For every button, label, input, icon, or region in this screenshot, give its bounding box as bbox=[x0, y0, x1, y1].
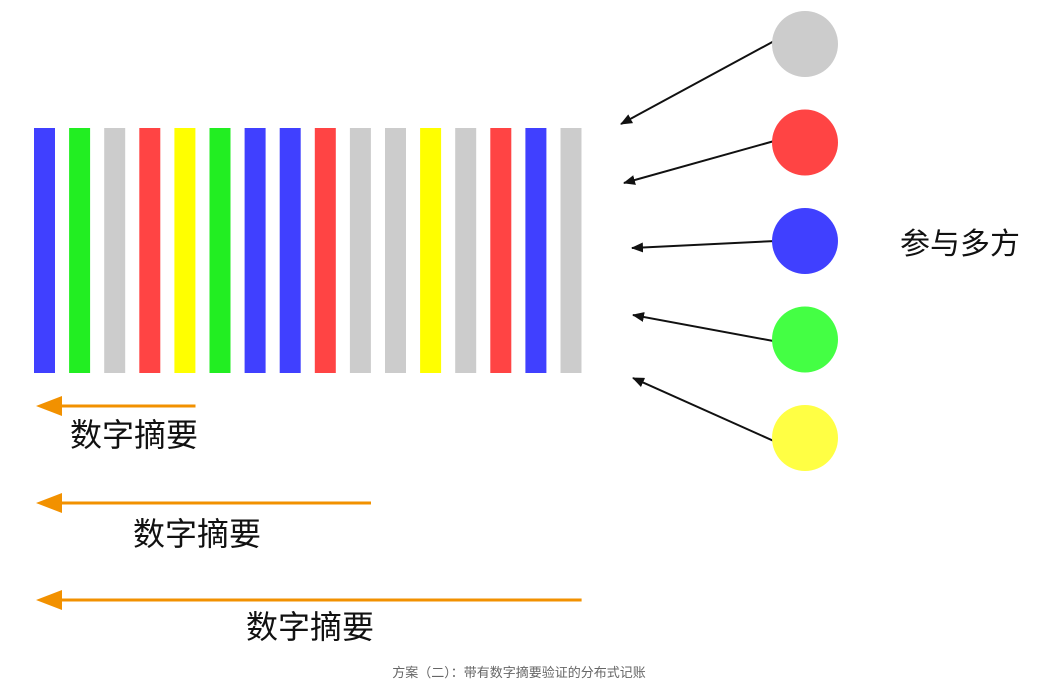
participant-node-gray bbox=[772, 11, 838, 77]
participant-node-blue bbox=[772, 208, 838, 274]
record-bar bbox=[385, 128, 406, 373]
figure-caption: 方案（二）：带有数字摘要验证的分布式记账 bbox=[392, 666, 646, 681]
record-bar bbox=[314, 128, 336, 373]
record-bar bbox=[349, 128, 371, 373]
record-bar bbox=[420, 128, 442, 373]
record-bar bbox=[104, 128, 126, 373]
digest-arrow-head bbox=[36, 396, 62, 416]
record-bar bbox=[34, 128, 55, 373]
digest-label: 数字摘要 bbox=[246, 608, 374, 646]
submission-arrow bbox=[631, 240, 777, 253]
participant-node-yellow bbox=[772, 405, 838, 471]
submission-arrow bbox=[623, 139, 777, 185]
submission-arrows bbox=[620, 39, 777, 443]
record-bar bbox=[560, 128, 582, 373]
digest-arrow-head bbox=[36, 590, 62, 610]
digest-arrow-head bbox=[36, 493, 62, 513]
record-bar bbox=[490, 128, 512, 373]
record-bar bbox=[174, 128, 196, 373]
record-bar bbox=[69, 128, 91, 373]
digest-label: 数字摘要 bbox=[70, 416, 198, 454]
participants-label: 参与多方 bbox=[900, 227, 1020, 262]
digest-arrow: 数字摘要 bbox=[36, 590, 582, 646]
participant-nodes bbox=[772, 11, 838, 471]
record-bar bbox=[525, 128, 547, 373]
digest-arrow: 数字摘要 bbox=[36, 493, 371, 553]
submission-arrow bbox=[632, 377, 777, 443]
submission-arrow bbox=[620, 39, 777, 125]
participant-node-green bbox=[772, 306, 838, 373]
record-bar bbox=[139, 128, 161, 373]
record-bar bbox=[209, 128, 231, 373]
digest-arrow: 数字摘要 bbox=[36, 396, 198, 454]
record-bar bbox=[279, 128, 301, 373]
ledger-record-bars bbox=[34, 128, 582, 373]
record-bar bbox=[455, 128, 477, 373]
submission-arrow bbox=[632, 312, 777, 343]
record-bar bbox=[244, 128, 266, 373]
digest-label: 数字摘要 bbox=[133, 515, 261, 553]
participant-node-red bbox=[772, 109, 838, 176]
